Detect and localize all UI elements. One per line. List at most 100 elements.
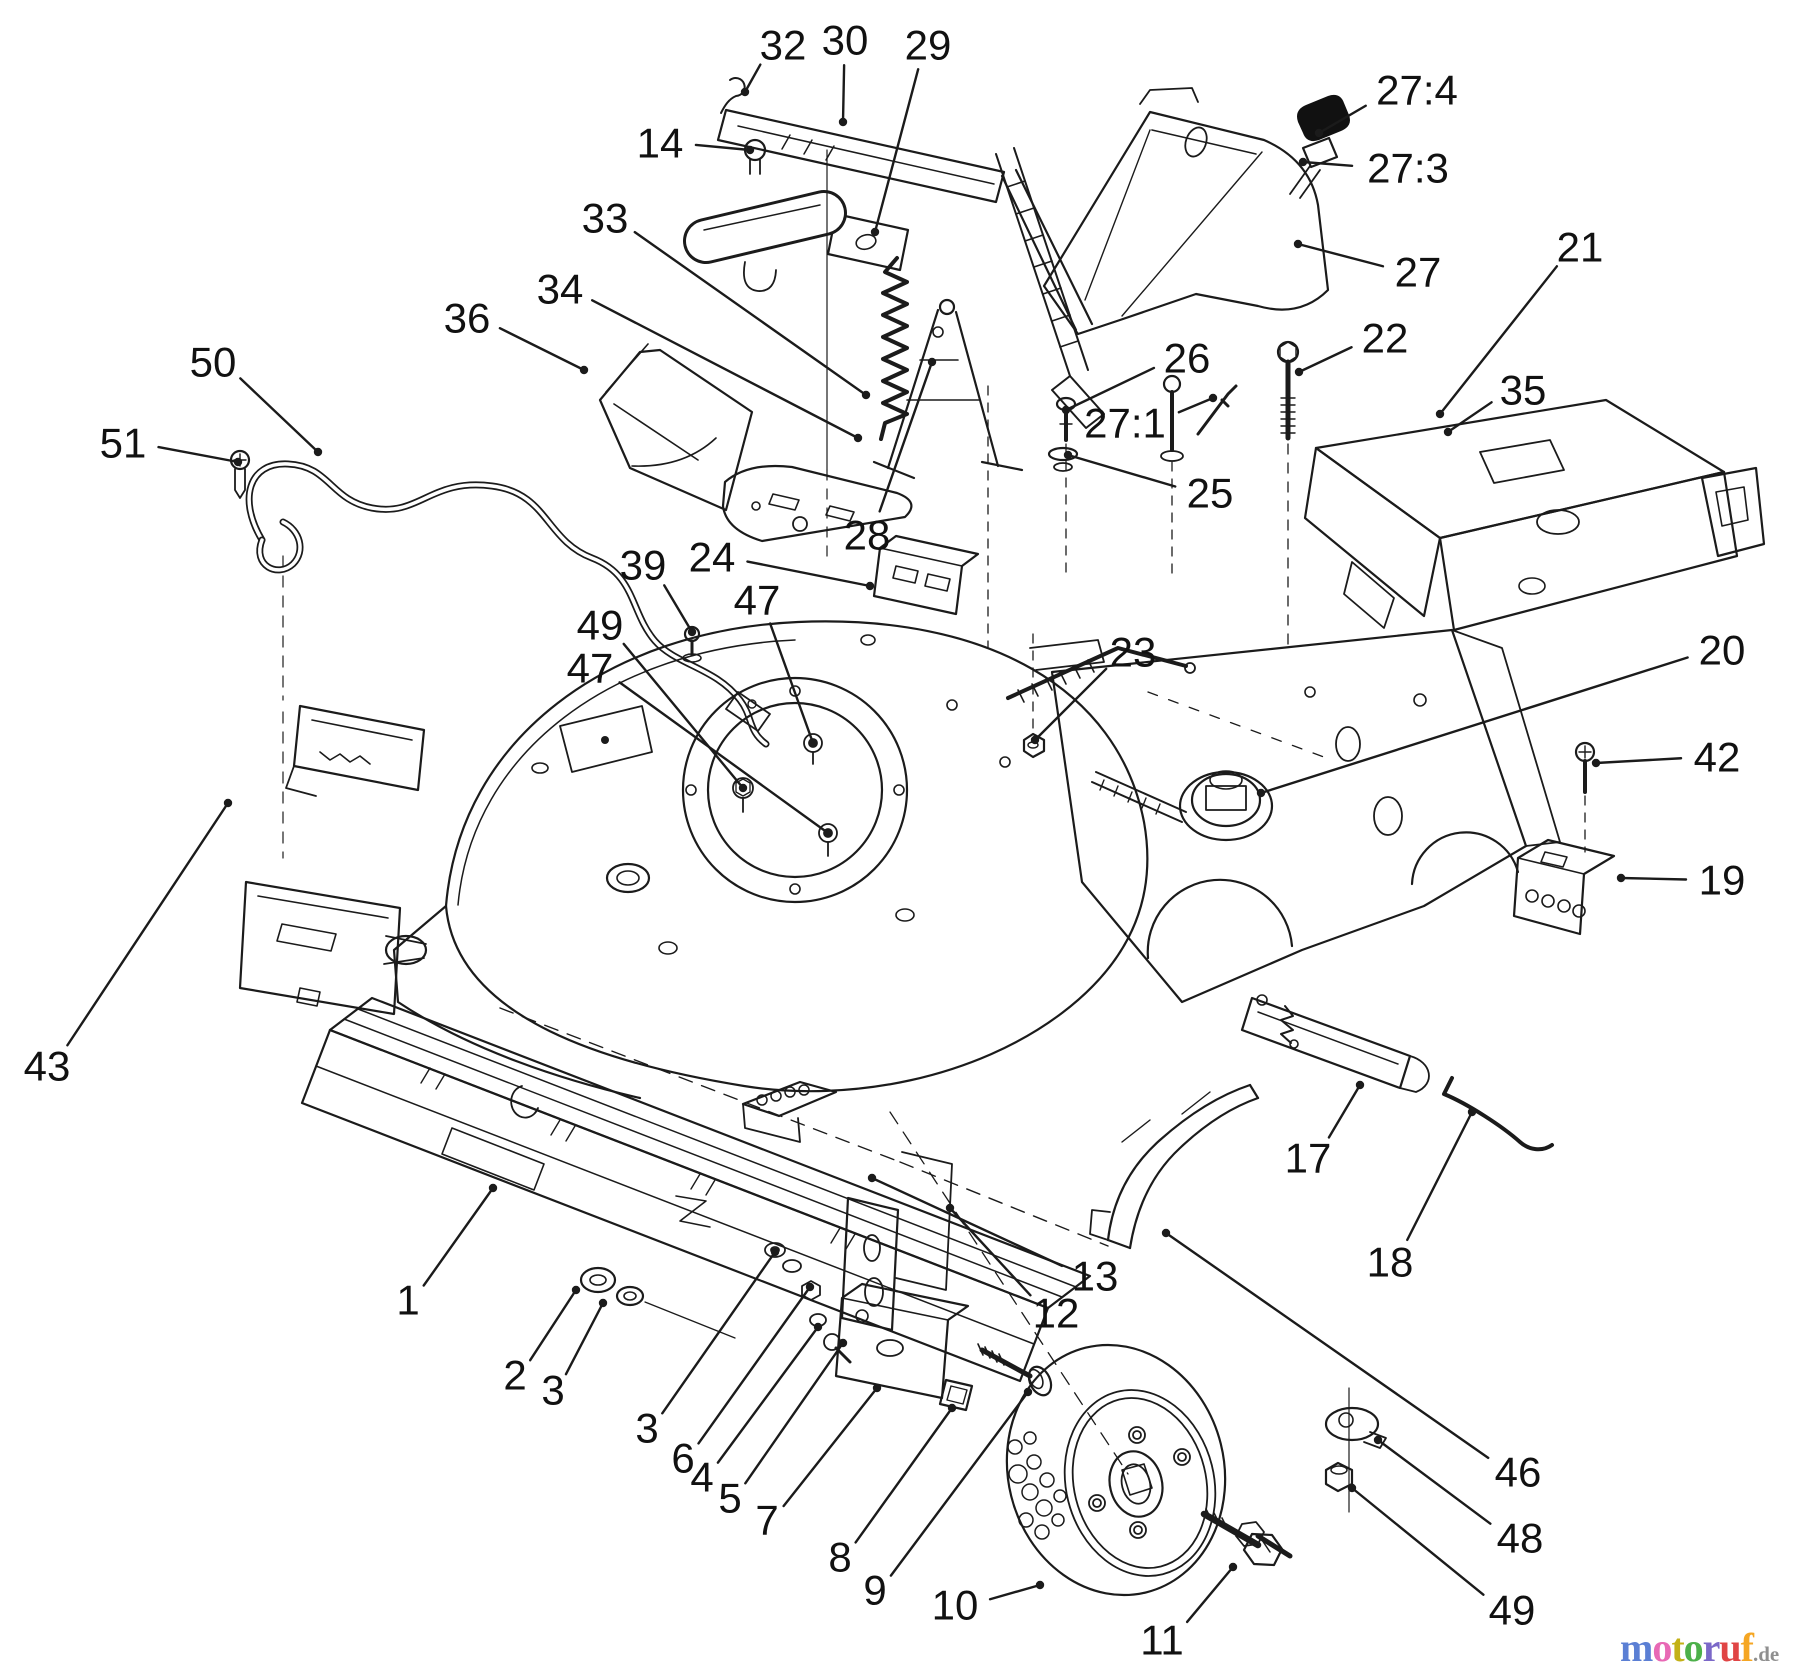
deck-dome [444, 620, 1149, 1093]
leader-dot [870, 227, 880, 237]
leader-line [743, 63, 762, 94]
leader-line [564, 1301, 605, 1376]
leader-dot [687, 627, 697, 637]
leader-line [1177, 396, 1215, 414]
leader-line [1033, 667, 1108, 742]
leader-line [873, 68, 920, 234]
callout-11-42: 11 [1140, 1562, 1238, 1664]
leader-dot [770, 1247, 780, 1257]
part-number-label: 47 [734, 577, 781, 624]
leader-line [663, 584, 694, 634]
upper-bar [716, 108, 1006, 204]
callout-23-24: 23 [1030, 629, 1157, 745]
part-number-label: 28 [844, 512, 891, 559]
callout-34-5: 34 [537, 266, 863, 443]
leader-line [1317, 104, 1367, 135]
leader-dot [838, 117, 848, 127]
leader-line [889, 1390, 1030, 1577]
leader-line [590, 299, 860, 440]
side-panel-27 [1042, 87, 1350, 336]
callout-26-15: 26 [1061, 335, 1210, 415]
leader-dot [1161, 1228, 1171, 1238]
callout-49-22: 49 [577, 602, 748, 793]
callout-24-19: 24 [689, 534, 875, 591]
washer-2 [579, 1266, 617, 1294]
wheel-arch [1146, 878, 1294, 960]
leader-dot [745, 145, 755, 155]
latch-plate [826, 212, 910, 272]
part-number-label: 23 [1110, 629, 1157, 676]
callout-4-36: 4 [690, 1322, 823, 1501]
height-rack-rod [995, 147, 1105, 429]
leader-dot [488, 1183, 498, 1193]
callout-35-14: 35 [1443, 367, 1546, 437]
callout-22-13: 22 [1294, 315, 1408, 377]
leader-line [622, 642, 745, 790]
hardware-stack-right [1235, 1387, 1387, 1559]
part-number-label: 49 [1489, 1587, 1536, 1634]
callout-25-17: 25 [1063, 450, 1233, 517]
leader-dot [813, 1322, 823, 1332]
leader-dot [867, 1173, 877, 1183]
callout-14-3: 14 [637, 120, 755, 167]
part-number-label: 51 [100, 420, 147, 467]
part-number-label: 8 [828, 1534, 851, 1581]
leader-dot [1616, 873, 1626, 883]
leader-line [782, 1386, 879, 1508]
leader-line [854, 1406, 954, 1544]
part-number-label: 27:4 [1376, 67, 1458, 114]
deflector-17 [1240, 994, 1430, 1093]
part-number-label: 32 [760, 22, 807, 69]
torsion-clip-32 [720, 77, 746, 114]
leader-dot [1467, 1107, 1477, 1117]
leader-dot [1293, 239, 1303, 249]
callout-47-23: 47 [567, 645, 833, 838]
part-number-label: 14 [637, 120, 684, 167]
callout-29-2: 29 [870, 22, 952, 237]
callout-18-30: 18 [1367, 1107, 1477, 1286]
cotter-pin-27-1 [1196, 384, 1238, 436]
callout-12-43: 12 [945, 1203, 1079, 1337]
leader-dot [1355, 1080, 1365, 1090]
leader-line [948, 1206, 1032, 1297]
part-number-label: 29 [905, 22, 952, 69]
leader-dot [853, 433, 863, 443]
logo-letter: f [1740, 1625, 1754, 1670]
leader-line [1185, 1565, 1235, 1624]
callout-50-7: 50 [190, 339, 323, 457]
leader-line [157, 445, 240, 464]
leader-dot [1347, 1483, 1357, 1493]
callout-39-20: 39 [620, 542, 697, 637]
leader-line [878, 360, 934, 513]
leader-line [1164, 1231, 1490, 1460]
callout-9-40: 9 [863, 1387, 1033, 1614]
leader-line [239, 377, 320, 454]
keyed-washer-48 [1324, 1406, 1380, 1442]
callout-3-33: 3 [541, 1298, 608, 1414]
callout-1-31: 1 [396, 1183, 498, 1324]
leader-dot [579, 365, 589, 375]
leader-dot [233, 457, 243, 467]
leader-line [528, 1288, 578, 1362]
blade-ring-inner [706, 701, 884, 879]
leader-dot [1061, 405, 1071, 415]
bolt-9 [979, 1347, 1033, 1379]
leader-line [1619, 876, 1688, 881]
blade-bolts [732, 733, 838, 857]
leader-dot [1435, 409, 1445, 419]
watermark-logo[interactable]: motoruf.de [1620, 1628, 1796, 1670]
leader-line [870, 1176, 1064, 1268]
callout-10-41: 10 [932, 1580, 1045, 1629]
leader-dot [1314, 128, 1324, 138]
leader-line [1406, 1110, 1474, 1242]
leader-dot [571, 1285, 581, 1295]
mower-deck [300, 534, 1260, 1383]
part-number-label: 10 [932, 1582, 979, 1629]
tension-spring [879, 256, 909, 441]
leader-dot [838, 1338, 848, 1348]
deck-beam [300, 996, 1092, 1383]
blade-ring-outer [681, 676, 909, 904]
callout-51-8: 51 [100, 420, 243, 467]
